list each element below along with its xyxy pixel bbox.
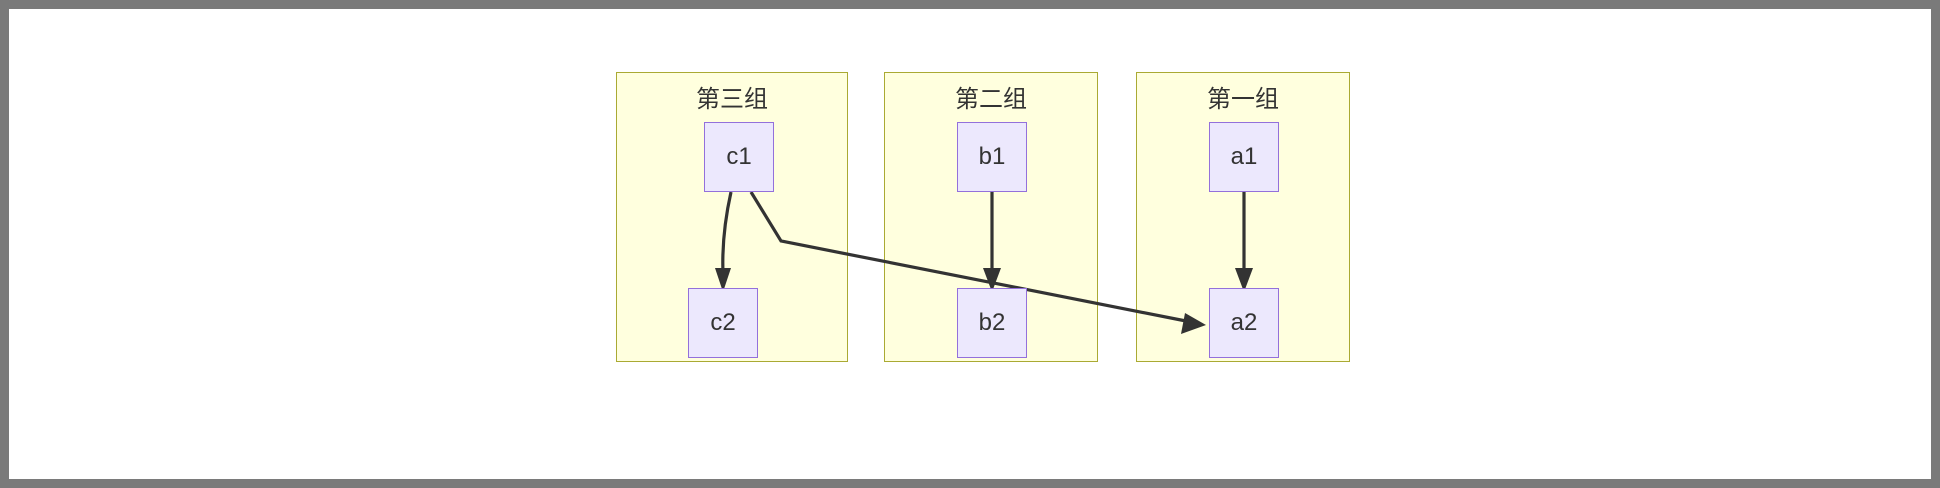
subgraph-third-group-title: 第三组 (696, 85, 768, 113)
diagram-canvas: 第三组 第二组 第一组 (9, 9, 1931, 479)
node-c1-label: c1 (726, 143, 752, 170)
node-a1-label: a1 (1230, 143, 1258, 170)
node-c1[interactable]: c1 (704, 122, 774, 192)
node-a1[interactable]: a1 (1209, 122, 1279, 192)
node-a2-label: a2 (1230, 309, 1258, 336)
node-a2[interactable]: a2 (1209, 288, 1279, 358)
node-c2-label: c2 (710, 309, 736, 336)
diagram-frame: 第三组 第二组 第一组 (9, 9, 1931, 479)
subgraph-first-group-title: 第一组 (1207, 85, 1279, 113)
node-b2-label: b2 (978, 309, 1006, 336)
node-b1-label: b1 (978, 143, 1006, 170)
subgraph-second-group-title: 第二组 (955, 85, 1027, 113)
node-c2[interactable]: c2 (688, 288, 758, 358)
node-b2[interactable]: b2 (957, 288, 1027, 358)
node-b1[interactable]: b1 (957, 122, 1027, 192)
